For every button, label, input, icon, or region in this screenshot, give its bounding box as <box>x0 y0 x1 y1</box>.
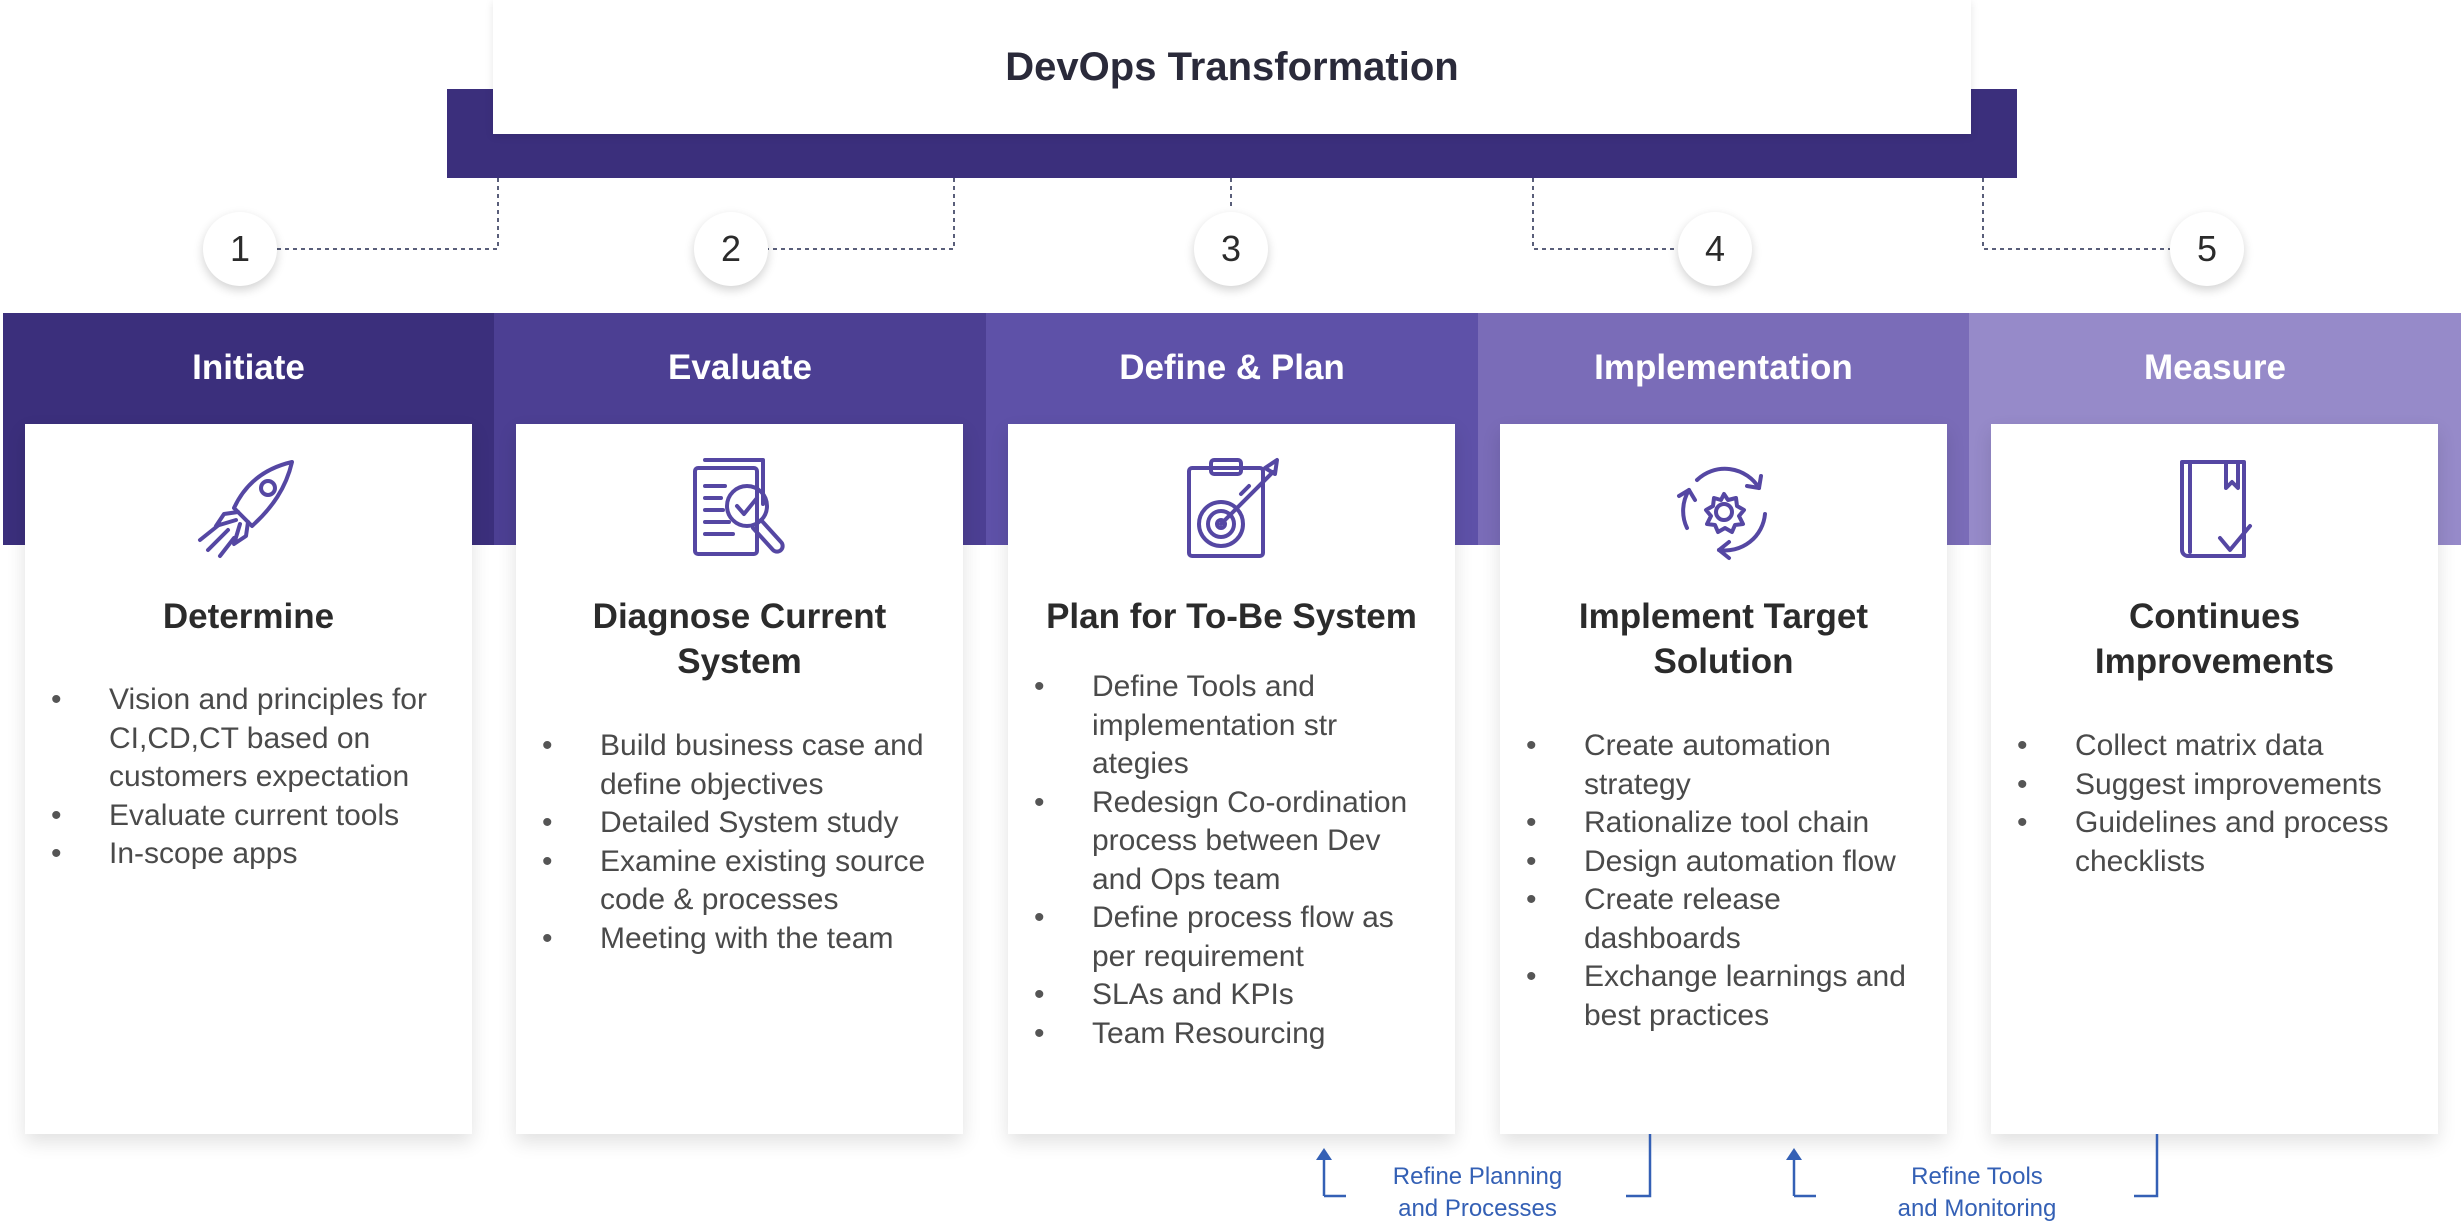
document-magnifier-icon <box>685 454 795 564</box>
phase-label-define-plan: Define & Plan <box>1119 348 1345 387</box>
gear-cycle-icon <box>1669 454 1779 564</box>
phase-card-4: Implement Target Solution Create automat… <box>1500 424 1947 1134</box>
step-number-1: 1 <box>203 212 277 286</box>
feedback-label-2: Refine Tools and Monitoring <box>1825 1161 2129 1225</box>
card-list-4: Create automation strategy Rationalize t… <box>1500 727 1929 1035</box>
card-title-determine: Determine <box>162 597 335 636</box>
phase-label-evaluate: Evaluate <box>668 348 812 387</box>
card-title-implement: Implement Target Solution <box>1578 597 1869 681</box>
list-item: Suggest improvements <box>2017 766 2420 805</box>
feedback-label-1-line2: and Processes <box>1398 1195 1557 1222</box>
phase-card-1: Determine Vision and principles for CI,C… <box>25 424 472 1134</box>
card-list-3: Define Tools and implementation str ateg… <box>1008 668 1437 1053</box>
connector-lines <box>277 178 2170 250</box>
phase-card-5: Continues Improvements Collect matrix da… <box>1991 424 2438 1134</box>
title-box: DevOps Transformation <box>493 0 1971 134</box>
step-number-2: 2 <box>694 212 768 286</box>
list-item: In-scope apps <box>51 835 454 874</box>
arrowhead-2 <box>1786 1148 1802 1160</box>
feedback-label-2-line1: Refine Tools <box>1911 1163 2043 1190</box>
step-number-5: 5 <box>2170 212 2244 286</box>
card-list-5: Collect matrix data Suggest improvements… <box>1991 727 2420 881</box>
list-item: Define Tools and implementation str ateg… <box>1034 668 1437 784</box>
feedback-label-1: Refine Planning and Processes <box>1355 1161 1600 1225</box>
phase-label-measure: Measure <box>2143 348 2287 387</box>
phase-card-2: Diagnose Current System Build business c… <box>516 424 963 1134</box>
list-item: Create release dashboards <box>1526 881 1929 958</box>
connector-5 <box>1982 178 2170 250</box>
list-item: Design automation flow <box>1526 843 1929 882</box>
connector-4 <box>1532 178 1678 250</box>
list-item: Evaluate current tools <box>51 797 454 836</box>
clipboard-target-icon <box>1177 454 1287 564</box>
rocket-icon <box>194 454 304 564</box>
card-title-plan: Plan for To-Be System <box>1046 597 1417 636</box>
step-number-4: 4 <box>1678 212 1752 286</box>
feedback-label-1-line1: Refine Planning <box>1392 1163 1563 1190</box>
list-item: Guidelines and process checklists <box>2017 804 2420 881</box>
list-item: Collect matrix data <box>2017 727 2420 766</box>
book-check-icon <box>2160 454 2270 564</box>
list-item: Exchange learnings and best practices <box>1526 958 1929 1035</box>
card-list-2: Build business case and define objective… <box>516 727 945 958</box>
list-item: Redesign Co-ordination process between D… <box>1034 784 1437 900</box>
feedback-line-1 <box>1626 1134 1652 1198</box>
list-item: Rationalize tool chain <box>1526 804 1929 843</box>
card-title-diagnose: Diagnose Current System <box>592 597 887 681</box>
list-item: Team Resourcing <box>1034 1015 1437 1054</box>
phase-card-3: Plan for To-Be System Define Tools and i… <box>1008 424 1455 1134</box>
page-title: DevOps Transformation <box>1005 44 1459 89</box>
phase-label-implementation: Implementation <box>1594 348 1853 387</box>
list-item: Examine existing source code & processes <box>542 843 945 920</box>
card-title-continues: Continues Improvements <box>2094 597 2335 681</box>
feedback-line-2 <box>2134 1134 2159 1198</box>
list-item: Meeting with the team <box>542 920 945 959</box>
connector-2 <box>768 178 955 250</box>
phase-label-initiate: Initiate <box>192 348 305 387</box>
card-list-1: Vision and principles for CI,CD,CT based… <box>25 681 454 874</box>
arrowhead-1 <box>1316 1148 1332 1160</box>
step-number-3: 3 <box>1194 212 1268 286</box>
connector-1 <box>277 178 499 250</box>
list-item: Create automation strategy <box>1526 727 1929 804</box>
list-item: Detailed System study <box>542 804 945 843</box>
list-item: SLAs and KPIs <box>1034 976 1437 1015</box>
list-item: Build business case and define objective… <box>542 727 945 804</box>
list-item: Vision and principles for CI,CD,CT based… <box>51 681 454 797</box>
feedback-label-2-line2: and Monitoring <box>1897 1195 2057 1222</box>
list-item: Define process flow as per requirement <box>1034 899 1437 976</box>
